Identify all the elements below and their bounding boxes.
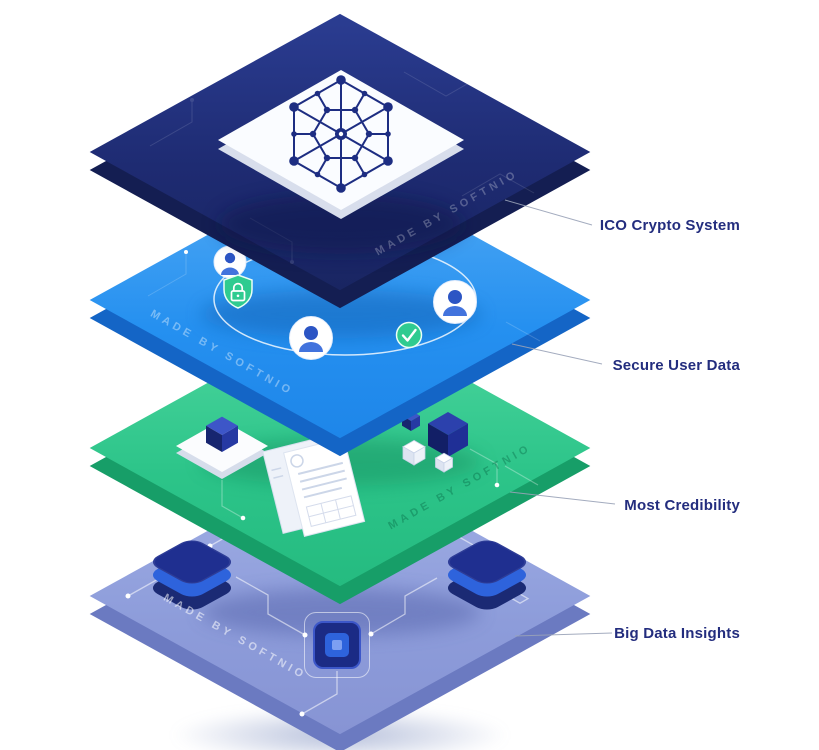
app-tile-bottom (146, 563, 238, 613)
check-circle-icon (395, 321, 423, 349)
cpu-chip-icon (313, 621, 361, 669)
circuit-traces (147, 250, 541, 342)
app-tile-bottom (441, 563, 533, 613)
circuit-traces (149, 71, 535, 264)
app-stack-icon (144, 514, 240, 613)
layer-top-face (89, 309, 591, 587)
orbit-path (213, 242, 477, 356)
callout-label-secure-user-data: Secure User Data (612, 357, 740, 374)
layer-top-face (89, 13, 591, 291)
watermark-text: MADE BY SOFTNIO (373, 167, 521, 259)
layer-side-face (89, 31, 591, 309)
layer-most-credibility (89, 309, 591, 605)
callout-line-2 (511, 343, 603, 365)
circuit-traces (125, 528, 530, 717)
cpu-socket-outline (304, 612, 370, 678)
layer-top-face (89, 161, 591, 439)
watermark-text: MADE BY SOFTNIO (386, 441, 534, 533)
callout-label-ico-crypto-system: ICO Crypto System (599, 217, 740, 234)
layer-secure-user-data (89, 161, 591, 457)
app-stack-icon (439, 514, 535, 613)
cube-on-platform-icon (176, 416, 268, 479)
layer-side-face (89, 179, 591, 457)
callout-label-most-credibility: Most Credibility (624, 497, 740, 514)
user-avatar-icon (213, 245, 247, 279)
layer-side-face (89, 475, 591, 750)
cast-shadow (201, 438, 481, 486)
cube-cluster-icon (402, 410, 468, 473)
shield-lock-icon (223, 274, 253, 309)
app-tile-top (146, 537, 238, 587)
cast-shadow (201, 588, 481, 636)
watermark-text: MADE BY SOFTNIO (161, 591, 309, 683)
layer-big-data-insights (89, 457, 591, 750)
callout-line-3 (509, 491, 616, 505)
cpu-chip-core (332, 640, 342, 650)
callout-line-4 (514, 632, 613, 637)
layer-top-face (89, 457, 591, 735)
callout-line-1 (504, 199, 593, 226)
watermark-text: MADE BY SOFTNIO (148, 307, 296, 399)
app-tile-middle (441, 550, 533, 600)
layer-ico-crypto-system (89, 13, 591, 309)
app-tile-middle (146, 550, 238, 600)
app-tile-top (441, 537, 533, 587)
user-avatar-icon (433, 280, 477, 324)
layer-side-face (89, 327, 591, 605)
cpu-chip-inner (325, 633, 349, 657)
documents-icon (262, 436, 366, 537)
user-avatar-icon (289, 316, 333, 360)
platform-shadow (219, 194, 463, 254)
callout-label-big-data-insights: Big Data Insights (614, 625, 740, 642)
platform (218, 70, 464, 219)
network-icon (289, 75, 393, 193)
ground-shadow (170, 707, 510, 750)
circuit-traces (221, 448, 539, 521)
cast-shadow (201, 290, 481, 338)
